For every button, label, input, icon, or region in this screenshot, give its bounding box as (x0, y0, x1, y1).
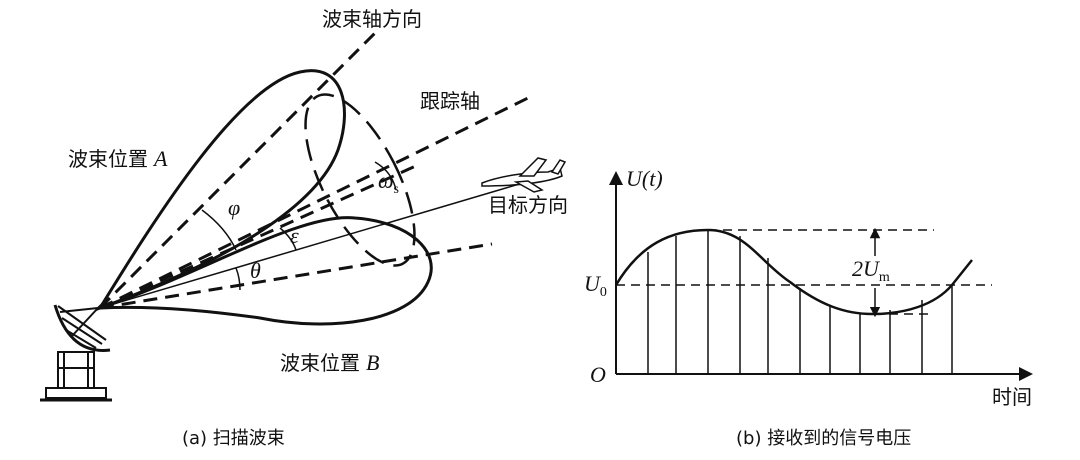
phi-arc (201, 209, 237, 251)
y-axis-label: U(t) (626, 166, 663, 191)
u0-label: U0 (584, 271, 607, 300)
radar-antenna-icon (40, 301, 112, 402)
caption-a: (a) 扫描波束 (182, 428, 285, 449)
target-direction-line (99, 171, 561, 309)
tracking-axis-line (99, 96, 529, 310)
epsilon-symbol: ε (290, 223, 299, 248)
x-axis-label: 时间 (992, 385, 1032, 409)
target-direction-label: 目标方向 (488, 193, 568, 217)
origin-label: O (590, 362, 606, 387)
epsilon-arc (279, 227, 297, 251)
tracking-axis-label: 跟踪轴 (420, 89, 480, 113)
signal-voltage-panel: U(t) U0 O 2Um 时间 (b) 接收到的信号电压 (584, 166, 1033, 449)
beam-b-axis-line (99, 242, 493, 310)
scan-cone-ellipse (304, 93, 416, 267)
beam-lobe-b (99, 216, 433, 326)
theta-symbol: θ (250, 258, 261, 283)
theta-arc (235, 267, 241, 291)
signal-waveform (614, 228, 973, 316)
amplitude-label: 2Um (852, 256, 890, 285)
beam-lobe-a (96, 69, 346, 311)
airplane-icon (481, 157, 567, 193)
sample-lines (647, 230, 953, 374)
inner-axis-line (99, 163, 419, 310)
omega-symbol: ωs (378, 168, 399, 197)
caption-b: (b) 接收到的信号电压 (736, 428, 911, 449)
beam-axis-label: 波束轴方向 (322, 7, 422, 31)
omega-arc (374, 161, 397, 191)
phi-symbol: φ (228, 195, 240, 220)
